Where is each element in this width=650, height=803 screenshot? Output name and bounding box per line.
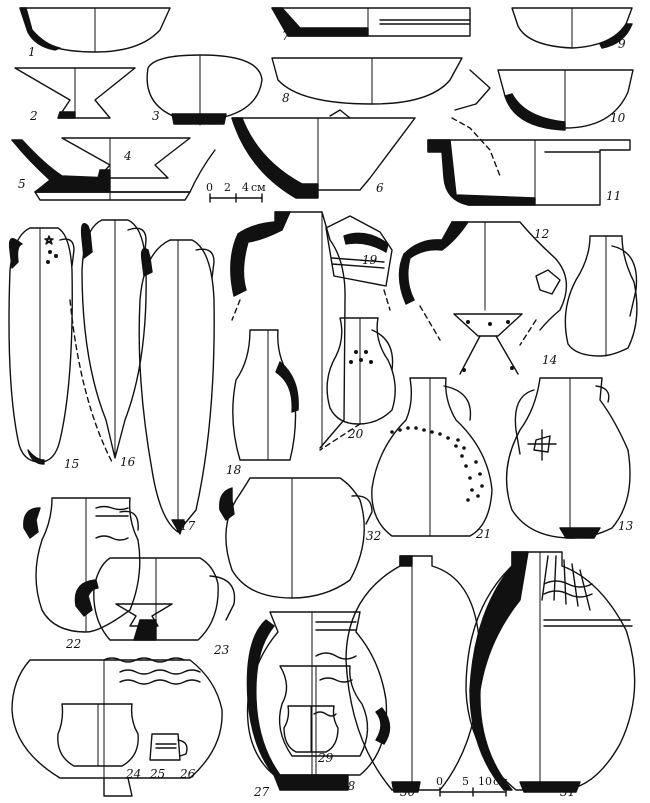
label-8: 8: [282, 91, 290, 105]
label-18: 18: [226, 463, 242, 477]
label-5: 5: [18, 177, 26, 191]
label-2: 2: [30, 109, 38, 123]
label-13: 13: [618, 519, 634, 533]
vessel-30-amphora: [345, 555, 481, 793]
vessel-1-bowl: [19, 7, 171, 53]
vessel-31-amphora: [465, 551, 636, 793]
vessel-5-plate: [11, 139, 216, 201]
scale-small-tick-2: 4: [242, 181, 249, 194]
vessel-16-amphora: [69, 219, 147, 463]
vessel-23-pot: [74, 557, 236, 641]
vessel-24-cup: [57, 703, 139, 767]
vessel-18-jug: [232, 329, 299, 461]
label-7: 7: [282, 29, 290, 43]
label-16: 16: [120, 455, 136, 469]
dotted-ornament: [390, 426, 484, 502]
scale-large-tick-1: 5: [462, 775, 469, 788]
scale-small-tick-0: 0: [206, 181, 213, 194]
label-19: 19: [362, 253, 378, 267]
scale-large-tick-0: 0: [436, 775, 443, 788]
vessel-small-jug-right: [564, 235, 638, 357]
scale-small-unit: см: [251, 181, 266, 194]
vessel-13-jug: [505, 377, 631, 539]
label-23: 23: [214, 643, 230, 657]
label-20: 20: [348, 427, 364, 441]
vessel-15-amphora: [8, 227, 75, 465]
vessel-8-bowl: [271, 57, 463, 105]
vessel-3-bowl: [146, 54, 263, 126]
vessel-27-jar: [246, 611, 388, 791]
label-14: 14: [542, 353, 558, 367]
label-12: 12: [534, 227, 550, 241]
label-30: 30: [400, 785, 416, 799]
vessel-21-jug: [371, 377, 493, 537]
label-10: 10: [610, 111, 626, 125]
vessel-14-filter: [453, 313, 523, 375]
vessel-29-cup: [273, 705, 349, 791]
label-3: 3: [152, 109, 160, 123]
vessel-11-pan: [427, 69, 631, 206]
label-24: 24: [126, 767, 142, 781]
vessel-26-pot: [11, 657, 223, 797]
vessel-20-jug: [319, 317, 396, 451]
label-25: 25: [150, 767, 166, 781]
label-15: 15: [64, 457, 80, 471]
vessel-6-bowl: [231, 109, 416, 199]
label-32: 32: [366, 529, 382, 543]
label-29: 29: [318, 751, 334, 765]
label-4: 4: [124, 149, 132, 163]
scale-small-tick-1: 2: [224, 181, 231, 194]
vessel-10-bowl: [497, 69, 634, 131]
label-22: 22: [66, 637, 82, 651]
vessel-25-mug: [149, 733, 188, 761]
label-28: 28: [340, 779, 356, 793]
scale-bar-small: [209, 193, 263, 203]
label-21: 21: [476, 527, 492, 541]
label-6: 6: [376, 181, 384, 195]
vessel-2-footed-bowl: [14, 67, 136, 119]
vessel-4-footed-bowl: [61, 137, 191, 179]
scale-bar-large: [439, 787, 507, 797]
label-31: 31: [560, 785, 576, 799]
label-11: 11: [606, 189, 622, 203]
scale-large-unit: см: [493, 775, 508, 788]
vessel-22-cup: [23, 497, 141, 633]
vessel-17-amphora: [138, 239, 215, 535]
label-1: 1: [28, 45, 36, 59]
label-17: 17: [180, 519, 196, 533]
vessel-12-jug: [398, 221, 568, 346]
vessel-32-pot: [219, 477, 373, 599]
label-26: 26: [180, 767, 196, 781]
label-9: 9: [618, 37, 626, 51]
vessel-7-dish: [271, 7, 471, 37]
vessel-28-jar: [278, 665, 391, 791]
scale-large-tick-2: 10: [478, 775, 492, 788]
vessel-9-bowl: [511, 7, 633, 49]
label-27: 27: [254, 785, 270, 799]
vessel-19-jug: [230, 211, 393, 449]
